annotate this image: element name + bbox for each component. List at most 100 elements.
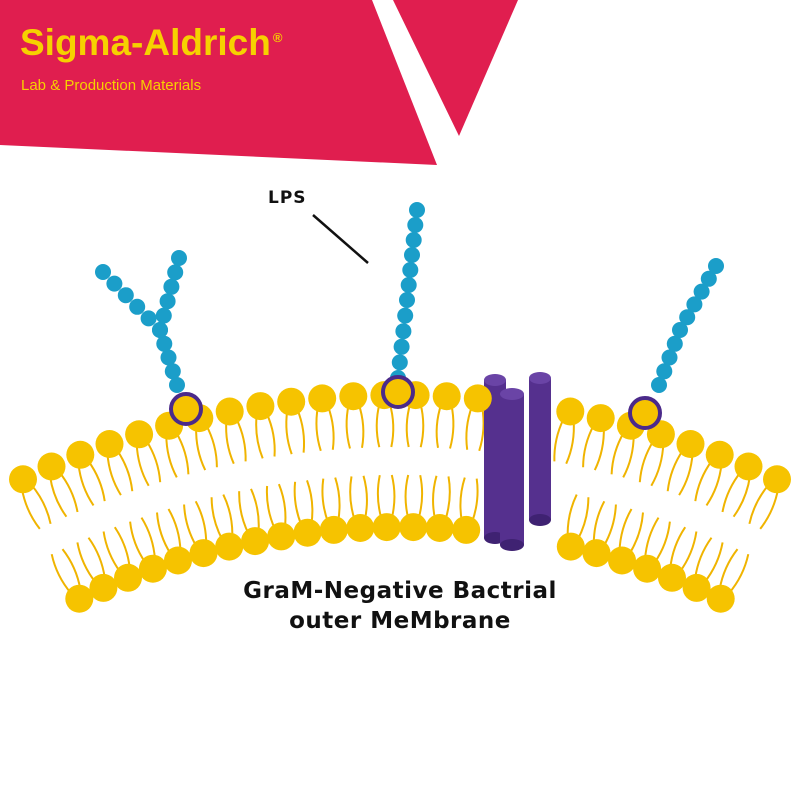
lps-bead — [679, 309, 696, 326]
lipid-tail — [553, 417, 565, 462]
lipid-tail — [390, 474, 396, 520]
lipid-head — [682, 573, 711, 602]
lipid-head — [89, 573, 118, 602]
lps-bead — [686, 296, 703, 313]
lipid-head — [608, 546, 636, 575]
lipid-head — [246, 392, 275, 421]
lps-chains — [95, 202, 724, 430]
brand-tagline: Lab & Production Materials — [21, 77, 202, 94]
lipid-tail — [135, 443, 150, 487]
lipid-tail — [376, 474, 383, 520]
lipid-head — [95, 430, 124, 458]
lipid-tail — [638, 439, 655, 483]
lipid-tail — [459, 477, 466, 522]
lipid-tail — [478, 406, 485, 452]
lps-bead — [167, 264, 184, 281]
brand-logo: Sigma-Aldrich® — [20, 22, 282, 64]
lps-bead — [155, 307, 172, 324]
lipid-head — [114, 563, 142, 592]
lipid-tail — [465, 405, 474, 450]
lipid-head — [65, 584, 94, 613]
lipid-tail — [602, 504, 617, 548]
lipid-head — [706, 584, 735, 613]
lps-bead — [397, 307, 414, 324]
lps-bead — [708, 258, 724, 274]
lipid-tail — [20, 488, 41, 530]
lipid-head — [293, 518, 322, 547]
banner-small-shape — [393, 0, 518, 136]
lipid-tail — [444, 476, 451, 521]
lipid-tail — [165, 434, 178, 478]
lps-bead — [402, 262, 419, 278]
lps-bead — [656, 363, 673, 380]
lipid-tail — [405, 402, 412, 448]
lipid-tail — [576, 497, 590, 541]
lipid-head — [215, 397, 244, 426]
lipid-tail — [732, 475, 751, 518]
lps-bead — [391, 354, 408, 371]
lps-bead — [405, 232, 422, 248]
porin-cylinder-top — [529, 372, 551, 384]
lipid-tail — [622, 434, 635, 478]
lps-bead — [152, 322, 168, 338]
lps-bead — [409, 202, 425, 218]
lipid-head — [658, 563, 686, 592]
lipid-tail — [315, 406, 322, 452]
lipid-tail — [334, 477, 341, 522]
lps-bead — [140, 310, 157, 327]
lipid-tail — [362, 475, 368, 521]
lipid-head — [346, 514, 375, 542]
lps-bead — [160, 349, 177, 366]
lipid-tail — [194, 500, 208, 545]
lipid-tail — [30, 483, 52, 525]
lipid-tail — [653, 521, 671, 564]
lipid-head — [676, 430, 705, 458]
lipid-tail — [225, 420, 235, 465]
lipid-head — [425, 514, 454, 542]
lipid-head — [763, 465, 791, 494]
lipid-head — [277, 387, 306, 416]
lipid-head — [125, 420, 154, 449]
lps-label: LPS — [268, 188, 307, 208]
lipid-head — [308, 384, 337, 413]
lipid-tail — [432, 475, 438, 521]
lipid-tail — [628, 512, 644, 555]
lps-bead — [159, 293, 176, 310]
lipid-tail — [565, 420, 575, 465]
lipid-head — [138, 554, 167, 583]
lipid-tail — [210, 497, 224, 541]
lps-bead — [169, 377, 185, 393]
lipid-tail — [49, 475, 68, 518]
lipid-tail — [694, 459, 713, 502]
lipid-tail — [718, 548, 739, 590]
lipid-tail — [140, 517, 156, 560]
lipid-head — [556, 397, 585, 426]
lipid-tail — [721, 471, 742, 513]
lipid-tail — [235, 417, 247, 462]
lps-bead — [651, 377, 667, 393]
lipid-head — [586, 404, 615, 433]
lipid-tail — [470, 478, 479, 523]
porin-cylinder-top — [500, 388, 524, 400]
lps-anchor — [169, 392, 203, 426]
lps-bead — [106, 275, 123, 292]
lipid-tail — [265, 485, 276, 530]
lipid-tail — [678, 531, 698, 573]
porin-protein — [484, 372, 551, 551]
lipid-tail — [349, 476, 356, 521]
lipid-head — [189, 539, 218, 568]
lipid-heads — [9, 381, 791, 613]
lps-anchor — [628, 396, 662, 430]
lipid-tail — [610, 431, 625, 475]
lipid-tail — [306, 480, 314, 525]
lipid-tail — [277, 483, 287, 528]
brand-banner — [0, 0, 518, 165]
lipid-tail — [50, 553, 73, 595]
diagram-caption-line1: GraM-Negative Bactrial — [243, 578, 557, 604]
lipid-head — [164, 546, 192, 575]
lipid-tail — [644, 517, 660, 560]
lipid-head — [582, 539, 611, 568]
lipid-tail — [167, 508, 182, 552]
registered-mark: ® — [272, 29, 283, 45]
lps-pointer-line — [312, 214, 369, 264]
